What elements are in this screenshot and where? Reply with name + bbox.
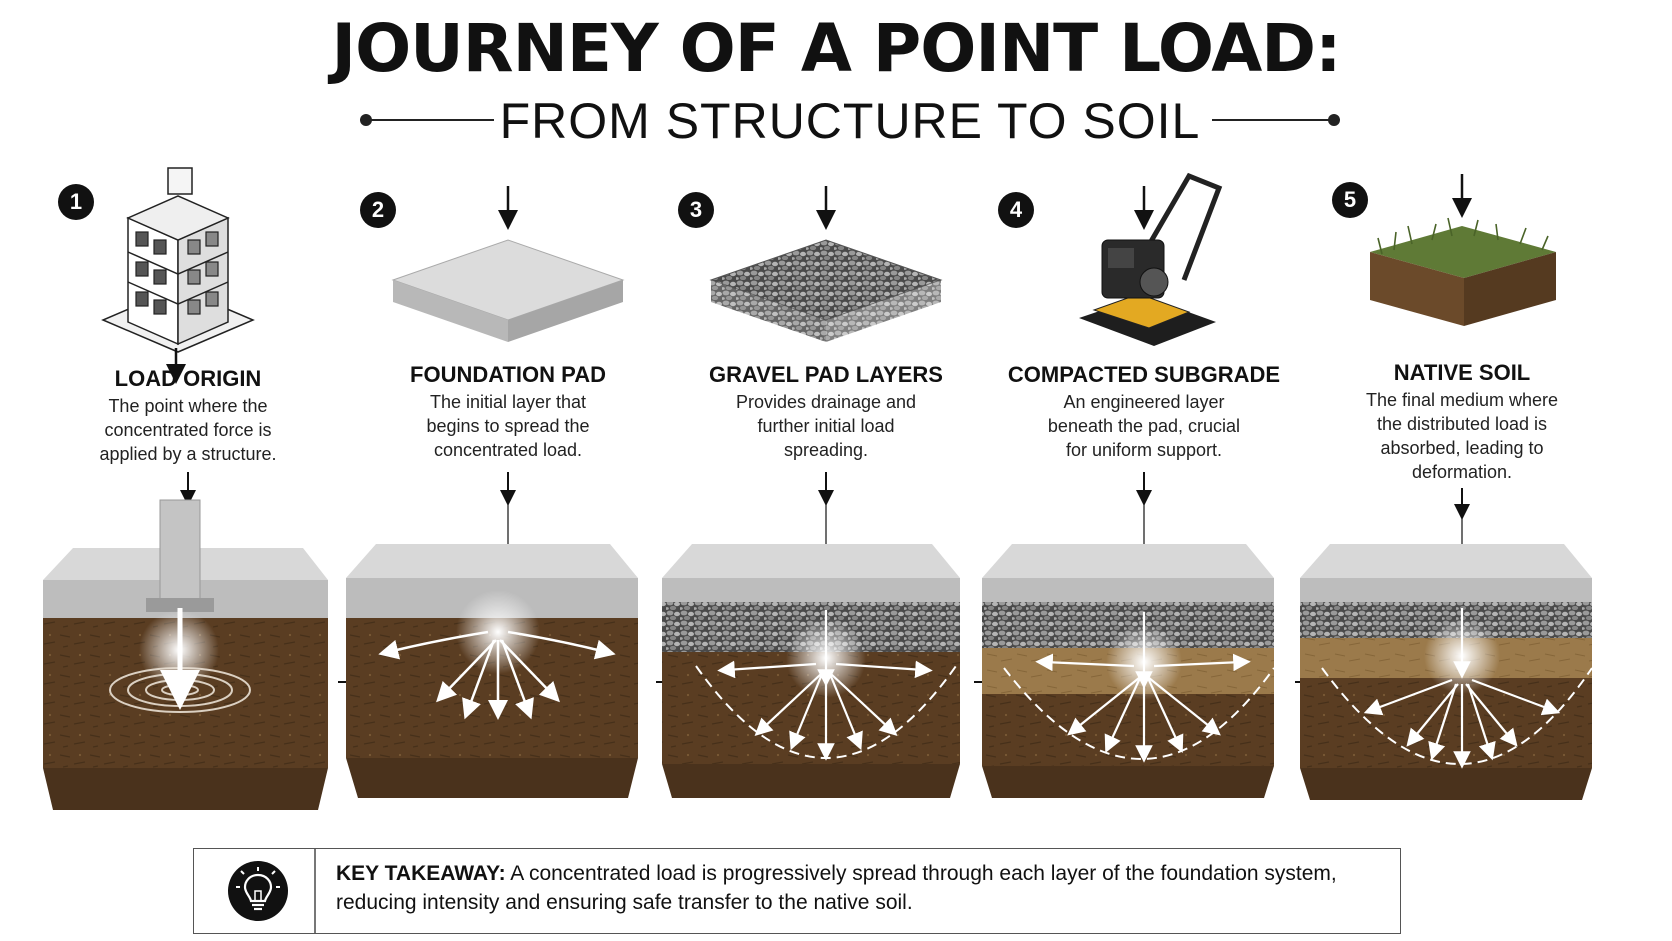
stage-desc-line: An engineered layer bbox=[1063, 392, 1225, 412]
page-title: JOURNEY OF A POINT LOAD: bbox=[331, 10, 1342, 87]
plate-compactor-icon bbox=[1079, 172, 1223, 346]
stage-number-badge: 1 bbox=[58, 184, 94, 220]
foundation-pad-cross-section bbox=[346, 472, 638, 798]
stage-number-badge: 4 bbox=[998, 192, 1034, 228]
stage-compacted-subgrade: 4 COMPACTED SUBGRADE An engineered layer… bbox=[982, 170, 1304, 810]
stage-native-soil: 5 NATIVE SOIL The final medium where the… bbox=[1300, 170, 1622, 810]
gravel-pad-cross-section bbox=[662, 472, 960, 798]
compacted-subgrade-cross-section bbox=[982, 472, 1275, 798]
stage-desc-line: The final medium where bbox=[1365, 390, 1559, 410]
stage-number-badge: 5 bbox=[1332, 182, 1368, 218]
key-takeaway-box: KEY TAKEAWAY: A concentrated load is pro… bbox=[193, 848, 1401, 934]
stage-desc-line: concentrated force is bbox=[104, 420, 272, 440]
stage-desc-line: Provides drainage and bbox=[735, 392, 917, 412]
subtitle-right-dot bbox=[1328, 114, 1340, 126]
stage-desc-line: deformation. bbox=[1411, 462, 1513, 482]
lightbulb-icon bbox=[228, 861, 288, 921]
stage-heading: NATIVE SOIL bbox=[1393, 360, 1531, 385]
subtitle-left-line bbox=[366, 119, 494, 121]
takeaway-line-2: reducing intensity and ensuring safe tra… bbox=[336, 891, 913, 914]
gravel-pad-illustration bbox=[709, 186, 943, 342]
native-soil-cross-section bbox=[1300, 488, 1593, 800]
foundation-pad-illustration bbox=[391, 186, 625, 342]
stage-heading: LOAD ORIGIN bbox=[114, 366, 262, 391]
stage-desc-line: applied by a structure. bbox=[99, 444, 277, 464]
takeaway-line-1: A concentrated load is progressively spr… bbox=[505, 862, 1337, 885]
stage-desc-line: The point where the bbox=[108, 396, 268, 416]
stage-gravel-pad-layers: 3 GRAVEL PAD LAYERS Provides drainage an… bbox=[662, 170, 986, 810]
page-subtitle: FROM STRUCTURE TO SOIL bbox=[499, 93, 1201, 149]
native-soil-illustration bbox=[1370, 174, 1556, 326]
stage-desc-line: the distributed load is bbox=[1376, 414, 1548, 434]
stage-desc-line: The initial layer that bbox=[429, 392, 587, 412]
stage-foundation-pad: 2 FOUNDATION PAD The initial layer that … bbox=[346, 170, 668, 810]
stage-desc-line: begins to spread the bbox=[426, 416, 590, 436]
stage-desc-line: beneath the pad, crucial bbox=[1047, 416, 1241, 436]
stage-heading: FOUNDATION PAD bbox=[410, 362, 606, 387]
takeaway-label: KEY TAKEAWAY: bbox=[336, 862, 506, 885]
subtitle-row: FROM STRUCTURE TO SOIL bbox=[360, 90, 1340, 150]
building-icon bbox=[101, 167, 255, 384]
takeaway-text: KEY TAKEAWAY: A concentrated load is pro… bbox=[336, 859, 1376, 917]
stage-heading: COMPACTED SUBGRADE bbox=[1007, 362, 1281, 387]
takeaway-divider bbox=[314, 849, 316, 933]
subtitle-right-line bbox=[1212, 119, 1334, 121]
stage-desc-line: further initial load bbox=[757, 416, 895, 436]
load-origin-cross-section bbox=[43, 472, 328, 810]
stage-desc-line: absorbed, leading to bbox=[1380, 438, 1544, 458]
stage-desc-line: concentrated load. bbox=[433, 440, 583, 460]
stage-desc-line: spreading. bbox=[783, 440, 869, 460]
stage-number-badge: 2 bbox=[360, 192, 396, 228]
stage-load-origin: 1 LOAD ORIGIN The point where the concen… bbox=[28, 167, 348, 810]
stage-desc-line: for uniform support. bbox=[1065, 440, 1223, 460]
stage-heading: GRAVEL PAD LAYERS bbox=[709, 362, 943, 387]
stage-number-badge: 3 bbox=[678, 192, 714, 228]
